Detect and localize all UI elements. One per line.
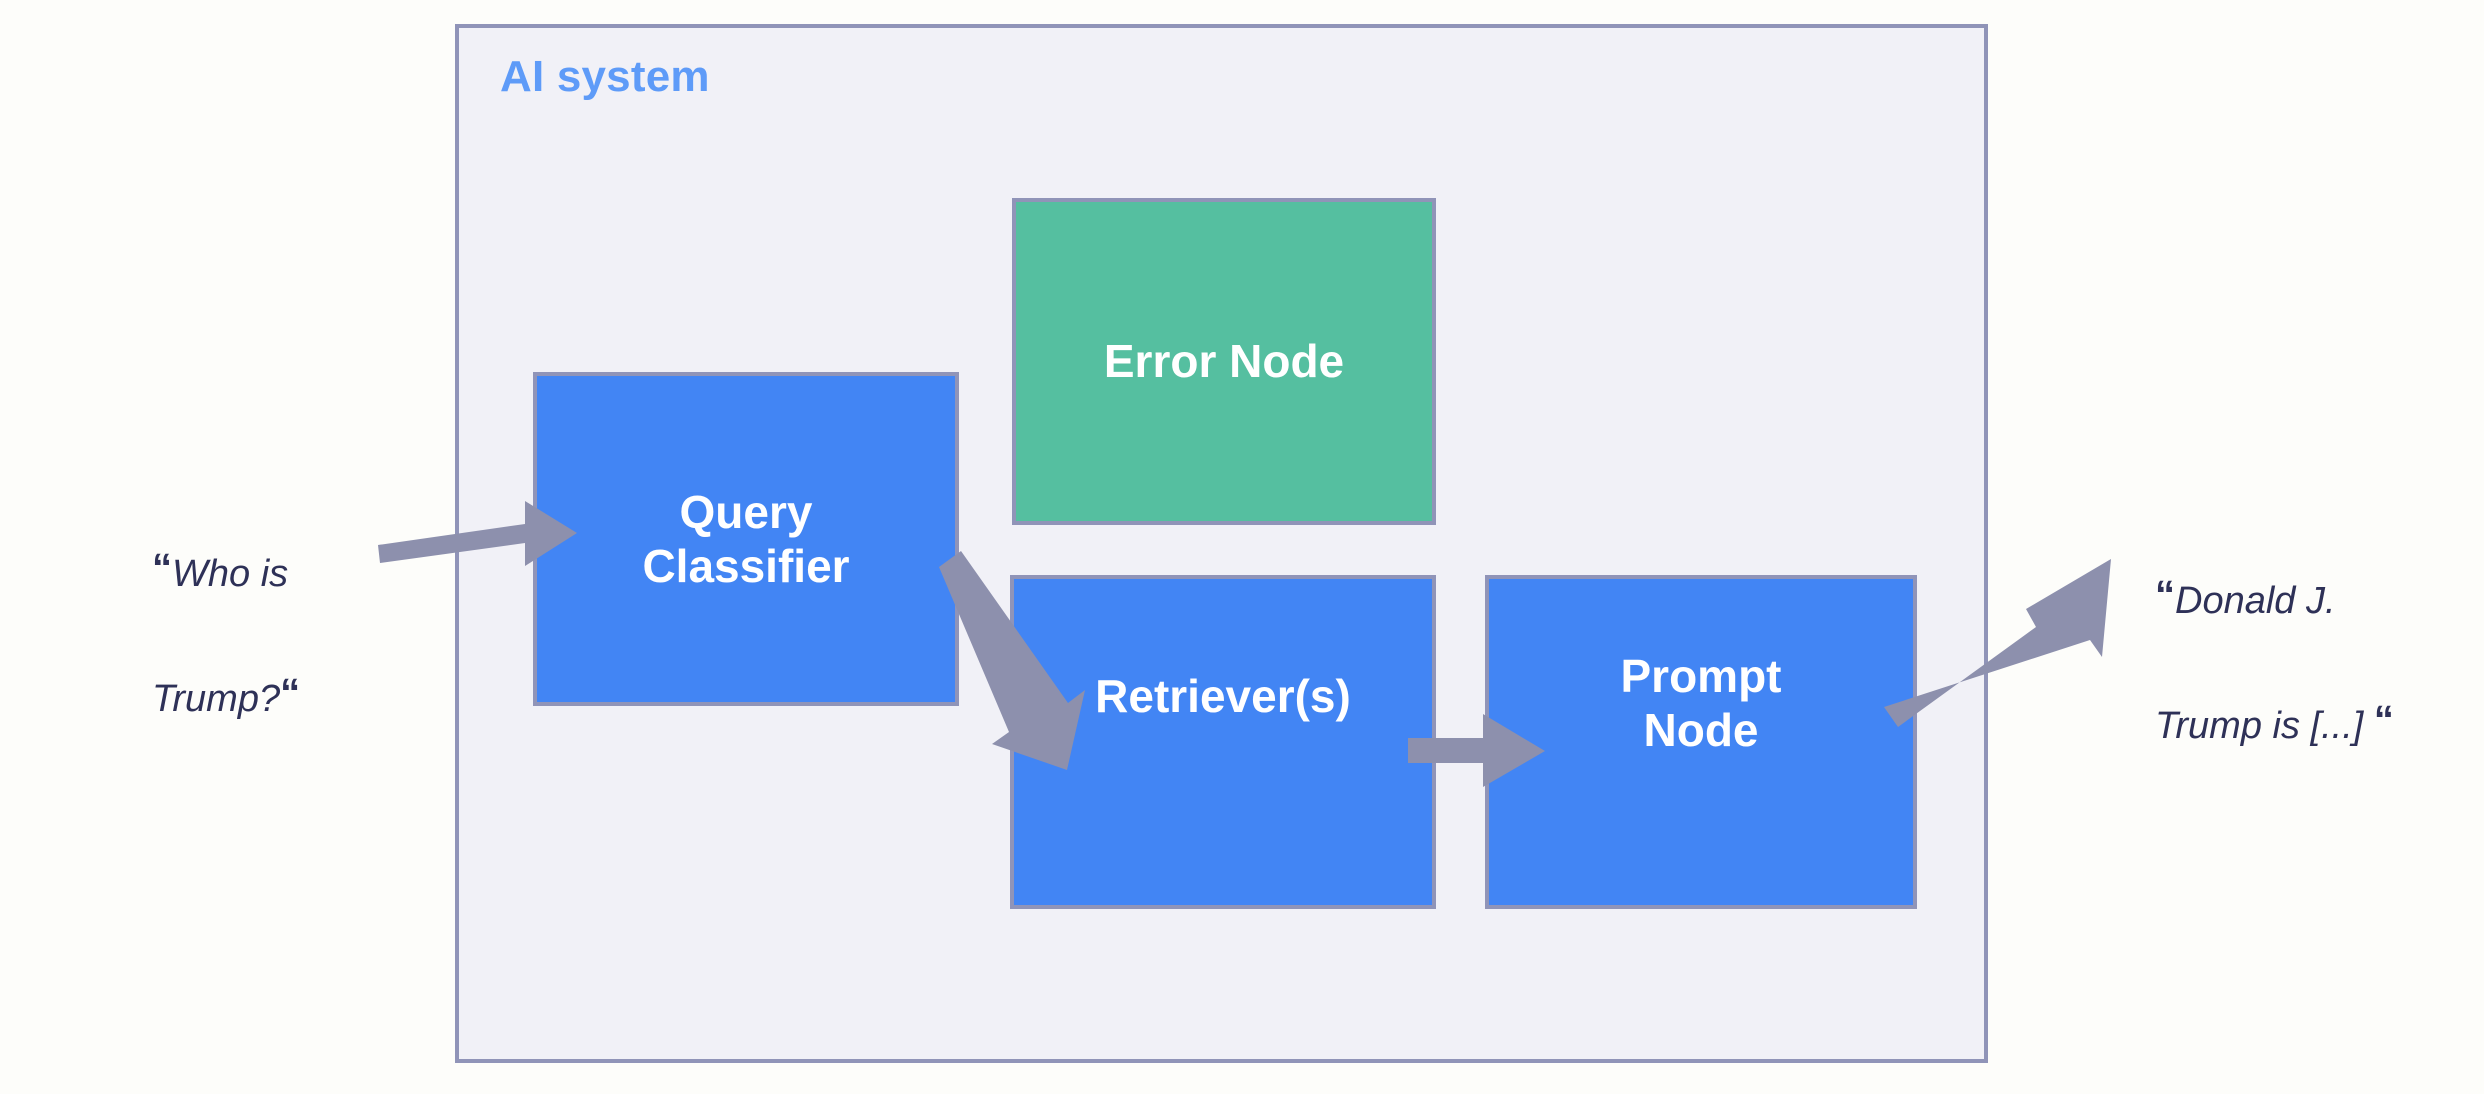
node-query-classifier[interactable]: Query Classifier: [533, 372, 959, 706]
node-query-classifier-label-line1: Query: [679, 485, 813, 538]
node-prompt-node[interactable]: Prompt Node: [1485, 575, 1917, 909]
node-retrievers[interactable]: Retriever(s): [1010, 575, 1436, 909]
output-answer-label: “Donald J. Trump is [...] “: [2155, 505, 2475, 756]
node-retrievers-label: Retriever(s): [1095, 670, 1351, 722]
output-answer-line2: Trump is [...]: [2155, 705, 2364, 748]
input-close-quote-icon: “: [280, 671, 301, 716]
node-error-node-label: Error Node: [1103, 335, 1345, 388]
node-prompt-node-label-line2: Node: [1643, 704, 1759, 757]
output-close-quote-icon: “: [2373, 698, 2394, 743]
node-query-classifier-label: Query Classifier: [642, 485, 849, 594]
input-query-line2: Trump?: [152, 678, 281, 721]
node-prompt-node-label-line1: Prompt: [1620, 650, 1782, 702]
input-query-line1: Who is: [172, 552, 289, 595]
node-error-node[interactable]: Error Node: [1012, 198, 1436, 525]
node-prompt-node-label: Prompt Node: [1621, 649, 1782, 758]
node-query-classifier-label-line2: Classifier: [642, 540, 850, 592]
input-query-label: “Who is Trump?“: [152, 478, 412, 729]
ai-system-title: AI system: [500, 52, 710, 101]
output-answer-line1: Donald J.: [2175, 579, 2336, 622]
input-open-quote-icon: “: [152, 545, 172, 590]
output-open-quote-icon: “: [2155, 572, 2175, 617]
